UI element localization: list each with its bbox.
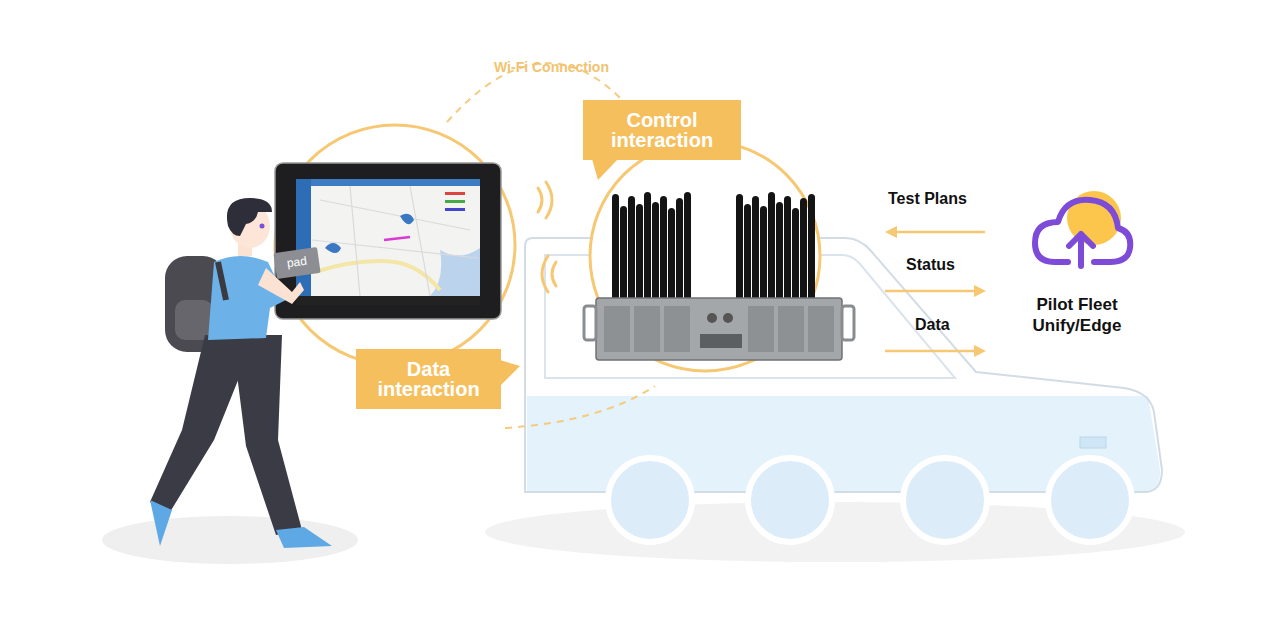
- flow-arrow: [885, 226, 986, 357]
- person: [150, 198, 332, 548]
- ground-shadow: [102, 516, 358, 564]
- callout-tail: [592, 159, 618, 180]
- service-node: Pilot Fleet Unify/Edge: [1012, 292, 1142, 339]
- highlight-circle: [590, 141, 820, 371]
- flow-label: Test Plans: [888, 190, 967, 208]
- link-label: Wi-Fi Connection: [494, 59, 609, 75]
- tablet: [275, 163, 501, 319]
- node-text: Control interaction: [591, 110, 733, 150]
- node-text: pad: [286, 254, 308, 271]
- callout-box: Control interaction: [583, 100, 741, 160]
- flow-label: Data: [915, 316, 950, 334]
- test-device: [584, 192, 854, 360]
- wifi-link: [505, 386, 655, 428]
- highlight-circle: [275, 125, 515, 365]
- callout-box: Data interaction: [356, 349, 501, 409]
- node-text: Pilot Fleet Unify/Edge: [1033, 295, 1122, 335]
- flow-label: Status: [906, 256, 955, 274]
- cloud-icon: [1035, 191, 1130, 266]
- node-text: Data interaction: [364, 359, 493, 399]
- wifi-signal: [538, 182, 556, 292]
- callout-tail: [500, 360, 520, 386]
